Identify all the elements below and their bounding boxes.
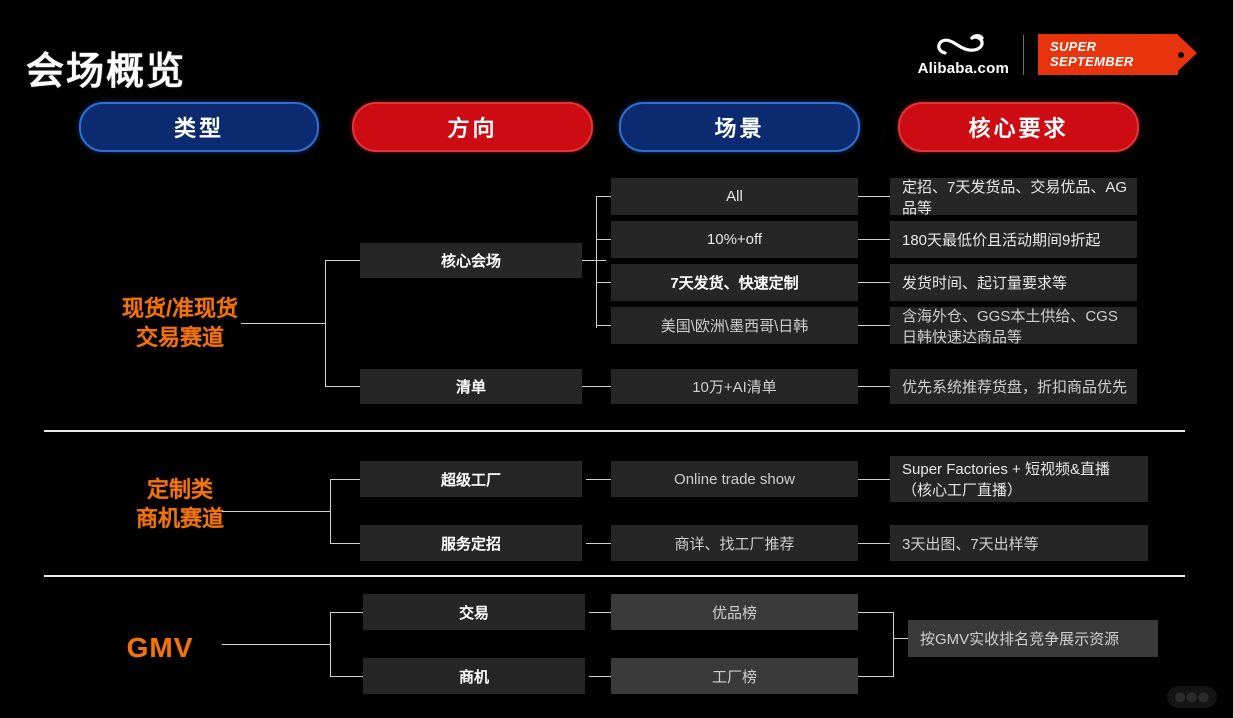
connector-core-bracket [596, 196, 597, 328]
badge-hole-icon [1178, 51, 1184, 58]
connector-track2-to-service [330, 543, 360, 544]
connector-opportunity-to-scene [589, 676, 611, 677]
direction-cell-opportunity[interactable]: 商机 [363, 658, 585, 694]
connector-service-to-scene [586, 543, 611, 544]
requirement-line-2: （核心工厂直播） [902, 482, 1023, 499]
connector-track3-to-opportunity [330, 676, 363, 677]
direction-cell-trade[interactable]: 交易 [363, 594, 585, 630]
requirement-cell-gmv-ranking[interactable]: 按GMV实收排名竞争展示资源 [908, 620, 1158, 657]
track-line-2: 商机赛道 [135, 505, 224, 531]
connector-track3-bracket [330, 612, 331, 677]
brand-divider [1023, 34, 1024, 75]
section-divider-1 [44, 430, 1185, 432]
scene-cell-all[interactable]: All [611, 178, 858, 215]
track-label-spot-goods: 现货/准现货 交易赛道 [60, 295, 300, 352]
connector-list-to-scene [582, 386, 611, 387]
scene-cell-online-trade-show[interactable]: Online trade show [611, 461, 858, 497]
column-header-core-requirement[interactable]: 核心要求 [898, 102, 1139, 152]
scene-cell-product-detail[interactable]: 商详、找工厂推荐 [611, 525, 858, 561]
connector-core-to-scene-1 [596, 196, 611, 197]
scene-cell-7day-shipping[interactable]: 7天发货、快速定制 [611, 264, 858, 301]
direction-cell-list[interactable]: 清单 [360, 369, 582, 404]
direction-cell-core-venue[interactable]: 核心会场 [360, 243, 582, 278]
connector-scene4-to-req4 [858, 325, 898, 326]
connector-scene-to-req-service [858, 543, 898, 544]
column-header-scene[interactable]: 场景 [619, 102, 860, 152]
connector-merge-stem [893, 638, 915, 639]
direction-cell-super-factory[interactable]: 超级工厂 [360, 461, 582, 497]
scene-cell-regions[interactable]: 美国\欧洲\墨西哥\日韩 [611, 307, 858, 344]
column-header-type[interactable]: 类型 [79, 102, 319, 152]
requirement-cell-super-factories[interactable]: Super Factories + 短视频&直播 （核心工厂直播） [890, 456, 1148, 502]
alibaba-mark-icon [935, 33, 991, 58]
connector-track3-to-trade [330, 612, 363, 613]
track-label-gmv: GMV [126, 632, 194, 663]
scene-cell-ai-list[interactable]: 10万+AI清单 [611, 369, 858, 404]
connector-scene1-to-req1 [858, 196, 898, 197]
brand-lockup: Alibaba.com SUPER SEPTEMBER [918, 33, 1197, 76]
track-line-1: 现货/准现货 [121, 296, 239, 321]
connector-trade-to-scene [589, 612, 611, 613]
section-divider-2 [44, 575, 1185, 577]
requirement-cell-service[interactable]: 3天出图、7天出样等 [890, 525, 1148, 561]
scene-cell-top-factories[interactable]: 工厂榜 [611, 658, 858, 694]
track-line-1: 定制类 [146, 477, 213, 502]
watermark-text: ⬤⬤⬤ [1174, 691, 1210, 703]
connector-core-to-scene-3 [596, 282, 611, 283]
connector-track3-stem [222, 644, 330, 645]
requirement-line-1: Super Factories + 短视频&直播 [902, 461, 1110, 478]
connector-merge-bracket [893, 612, 894, 677]
connector-scene-to-req-superfactory [858, 479, 898, 480]
connector-list-scene-to-req [858, 386, 898, 387]
badge-line-1: SUPER [1050, 39, 1097, 55]
connector-track2-stem [222, 511, 330, 512]
track-label-customization: 定制类 商机赛道 [60, 476, 300, 533]
connector-superfactory-to-scene [586, 479, 611, 480]
connector-core-to-scene-4 [596, 325, 611, 326]
connector-scene3-to-req3 [858, 282, 898, 283]
connector-core-stem [582, 260, 606, 261]
connector-track1-to-core [325, 260, 360, 261]
brand-name: Alibaba.com [917, 60, 1009, 77]
connector-merge-top-1 [858, 612, 894, 613]
track-line-2: 交易赛道 [135, 324, 224, 350]
connector-scene2-to-req2 [858, 239, 898, 240]
connector-merge-top-2 [858, 676, 894, 677]
requirement-cell-4[interactable]: 含海外仓、GGS本土供给、CGS日韩快速达商品等 [890, 307, 1137, 346]
alibaba-logo: Alibaba.com [918, 33, 1009, 76]
column-header-direction[interactable]: 方向 [352, 102, 593, 152]
requirement-cell-3[interactable]: 发货时间、起订量要求等 [890, 264, 1137, 301]
connector-track2-to-super-factory [330, 479, 360, 480]
watermark-badge: ⬤⬤⬤ [1167, 686, 1217, 708]
direction-cell-service-recruit[interactable]: 服务定招 [360, 525, 582, 561]
page-title: 会场概览 [26, 51, 187, 93]
scene-cell-10-off[interactable]: 10%+off [611, 221, 858, 258]
super-september-badge: SUPER SEPTEMBER [1038, 34, 1197, 75]
requirement-cell-2[interactable]: 180天最低价且活动期间9折起 [890, 221, 1137, 258]
connector-track1-to-list [325, 386, 360, 387]
connector-track2-bracket [330, 479, 331, 544]
scene-cell-top-products[interactable]: 优品榜 [611, 594, 858, 630]
requirement-cell-list[interactable]: 优先系统推荐货盘，折扣商品优先 [890, 369, 1137, 404]
requirement-cell-1[interactable]: 定招、7天发货品、交易优品、AG品等 [890, 178, 1137, 217]
connector-track1-bracket [325, 260, 326, 387]
connector-core-to-scene-2 [596, 239, 611, 240]
badge-line-2: SEPTEMBER [1050, 53, 1134, 69]
connector-track1-stem [241, 323, 325, 324]
